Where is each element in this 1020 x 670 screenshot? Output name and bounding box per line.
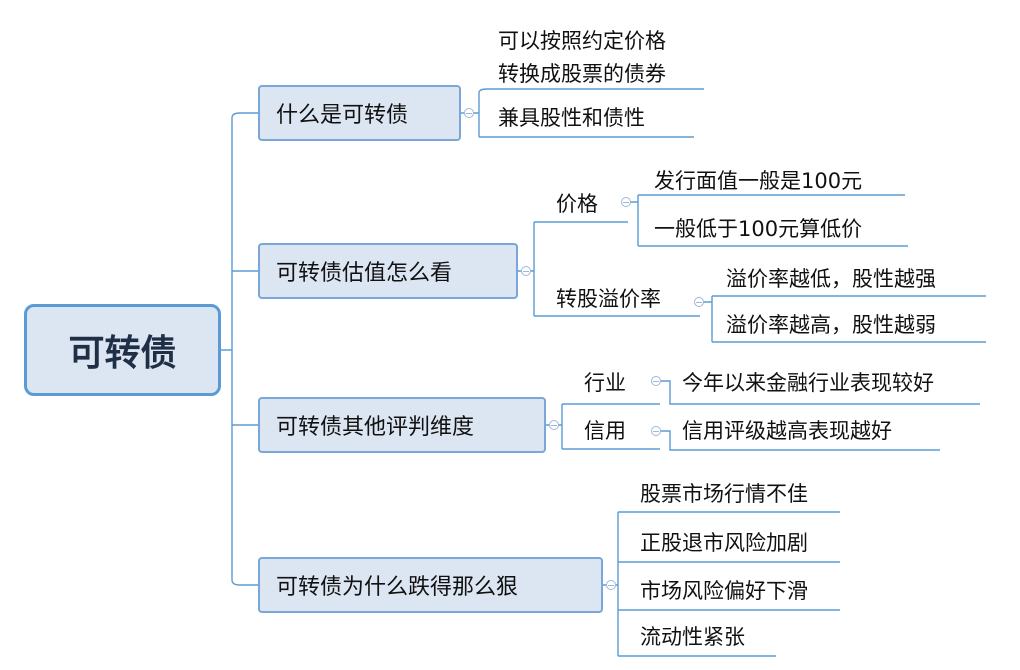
- topic-valuation[interactable]: 可转债估值怎么看: [258, 243, 518, 299]
- topic-why-drop[interactable]: 可转债为什么跌得那么狠: [258, 557, 603, 613]
- connector-premium: [700, 295, 986, 343]
- topic-other-criteria[interactable]: 可转债其他评判维度: [258, 397, 546, 453]
- collapse-toggle-icon[interactable]: [651, 376, 661, 386]
- connector-price: [628, 194, 908, 247]
- collapse-toggle-icon[interactable]: [694, 297, 704, 307]
- leaf-delisting-risk[interactable]: 正股退市风险加剧: [640, 531, 808, 555]
- leaf-face-value[interactable]: 发行面值一般是100元: [654, 169, 863, 193]
- connector-industry: [660, 380, 980, 405]
- subtopic-dual-nature[interactable]: 兼具股性和债性: [498, 106, 645, 130]
- leaf-low-premium[interactable]: 溢价率越低，股性越强: [726, 267, 936, 291]
- leaf-industry-performance[interactable]: 今年以来金融行业表现较好: [682, 371, 934, 395]
- collapse-toggle-icon[interactable]: [549, 420, 559, 430]
- leaf-high-premium[interactable]: 溢价率越高，股性越弱: [726, 313, 936, 337]
- subtopic-definition[interactable]: 可以按照约定价格 转换成股票的债券: [498, 29, 666, 86]
- subtopic-credit[interactable]: 信用: [584, 419, 626, 443]
- connector-root: [221, 112, 258, 586]
- leaf-stock-market[interactable]: 股票市场行情不佳: [640, 482, 808, 506]
- connector-credit: [660, 430, 940, 451]
- collapse-toggle-icon[interactable]: [621, 197, 631, 207]
- leaf-risk-appetite[interactable]: 市场风险偏好下滑: [640, 579, 808, 603]
- subtopic-price[interactable]: 价格: [556, 192, 598, 216]
- collapse-toggle-icon[interactable]: [651, 426, 661, 436]
- subtopic-industry[interactable]: 行业: [584, 371, 626, 395]
- leaf-low-price[interactable]: 一般低于100元算低价: [654, 217, 863, 241]
- leaf-liquidity[interactable]: 流动性紧张: [640, 625, 745, 649]
- collapse-toggle-icon[interactable]: [521, 266, 531, 276]
- subtopic-conversion-premium[interactable]: 转股溢价率: [556, 287, 661, 311]
- root-topic[interactable]: 可转债: [24, 304, 221, 396]
- topic-what-is-convertible-bond[interactable]: 什么是可转债: [258, 85, 461, 141]
- collapse-toggle-icon[interactable]: [606, 580, 616, 590]
- leaf-credit-rating[interactable]: 信用评级越高表现越好: [682, 419, 892, 443]
- collapse-toggle-icon[interactable]: [464, 108, 474, 118]
